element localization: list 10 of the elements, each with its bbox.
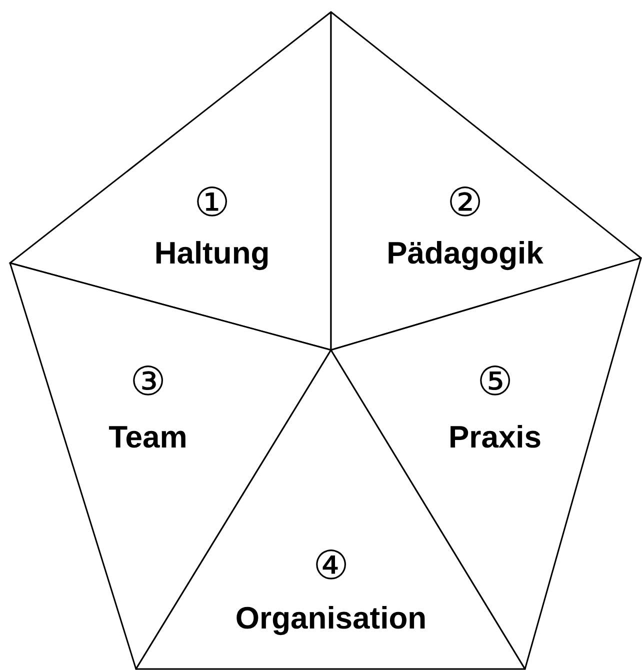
- segment-number: ①: [194, 183, 230, 223]
- segment-number: ③: [130, 362, 166, 402]
- segment-label: Haltung: [154, 238, 270, 268]
- segment-label: Team: [108, 422, 188, 452]
- segment-number: ⑤: [477, 362, 513, 402]
- segment-label: Organisation: [235, 602, 427, 634]
- segment-label: Pädagogik: [386, 238, 544, 268]
- segment-number: ④: [313, 546, 349, 586]
- segment-number: ②: [447, 183, 483, 223]
- segment-label: Praxis: [448, 422, 542, 452]
